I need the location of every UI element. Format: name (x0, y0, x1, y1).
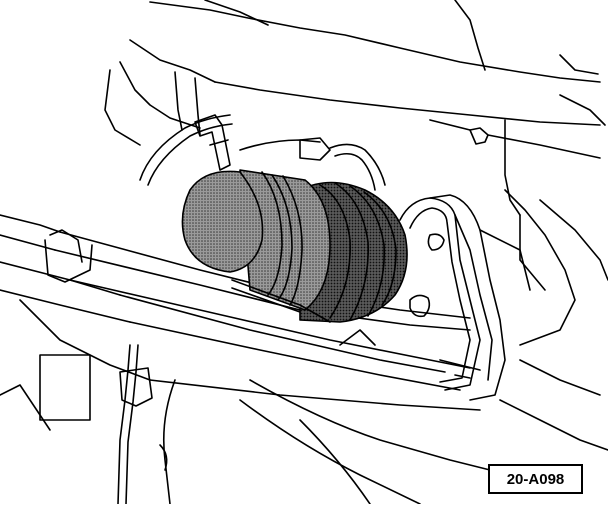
lower-cable (117, 344, 176, 505)
mounting-bracket (194, 114, 231, 171)
canister-body (239, 169, 331, 311)
upper-body-panel (104, 0, 606, 216)
lower-body-panel (239, 359, 608, 505)
canister-end-cap (181, 170, 264, 273)
horizontal-rails (54, 231, 481, 411)
upper-pipe (139, 114, 601, 191)
right-tubes (339, 189, 608, 401)
left-panel (0, 214, 151, 431)
canister-assembly (181, 169, 408, 323)
figure-reference-label: 20-A098 (488, 464, 583, 494)
